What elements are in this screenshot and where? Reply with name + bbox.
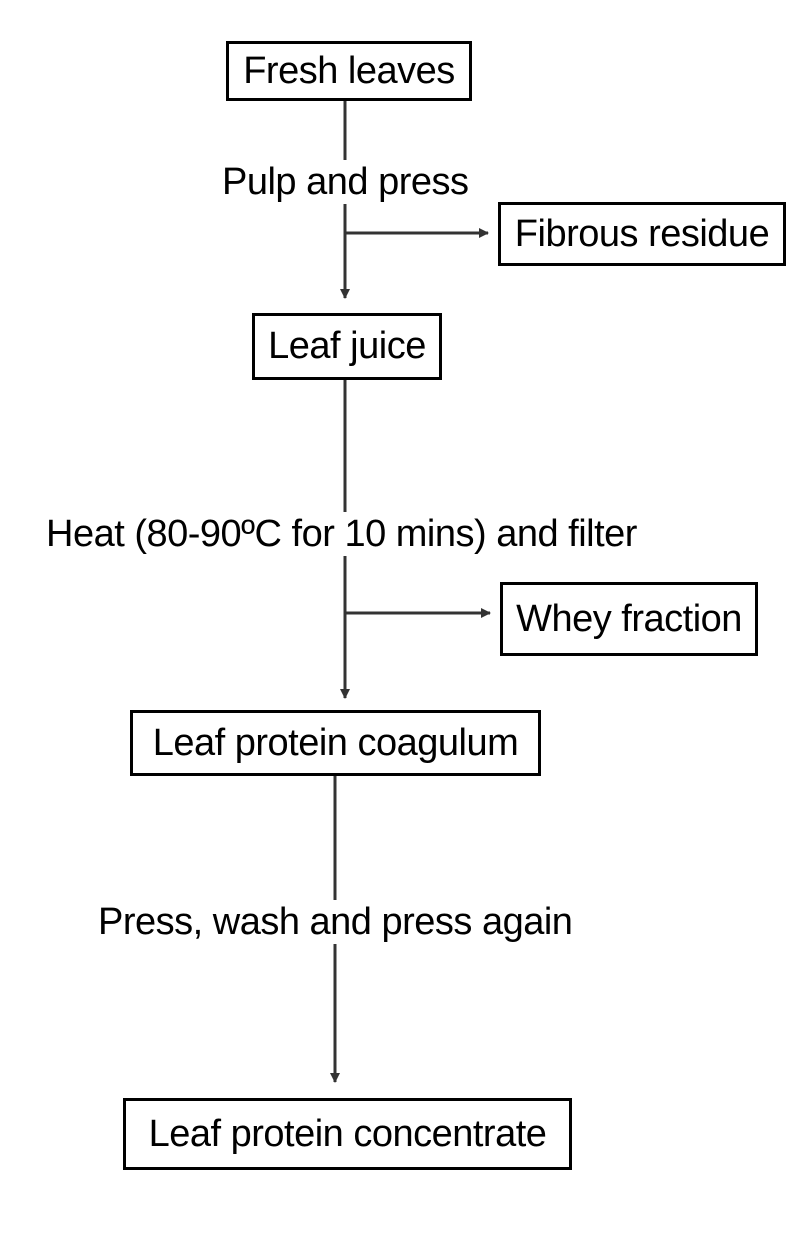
node-leaf-protein-concentrate: Leaf protein concentrate xyxy=(123,1098,572,1170)
node-fresh-leaves: Fresh leaves xyxy=(226,41,472,101)
node-leaf-juice: Leaf juice xyxy=(252,313,442,380)
step-heat-and-filter: Heat (80-90ºC for 10 mins) and filter xyxy=(44,512,639,556)
node-whey-fraction: Whey fraction xyxy=(500,582,758,656)
node-leaf-protein-coagulum: Leaf protein coagulum xyxy=(130,710,541,776)
step-pulp-and-press: Pulp and press xyxy=(220,160,471,204)
step-press-wash-press: Press, wash and press again xyxy=(96,900,575,944)
node-fibrous-residue: Fibrous residue xyxy=(498,202,786,266)
